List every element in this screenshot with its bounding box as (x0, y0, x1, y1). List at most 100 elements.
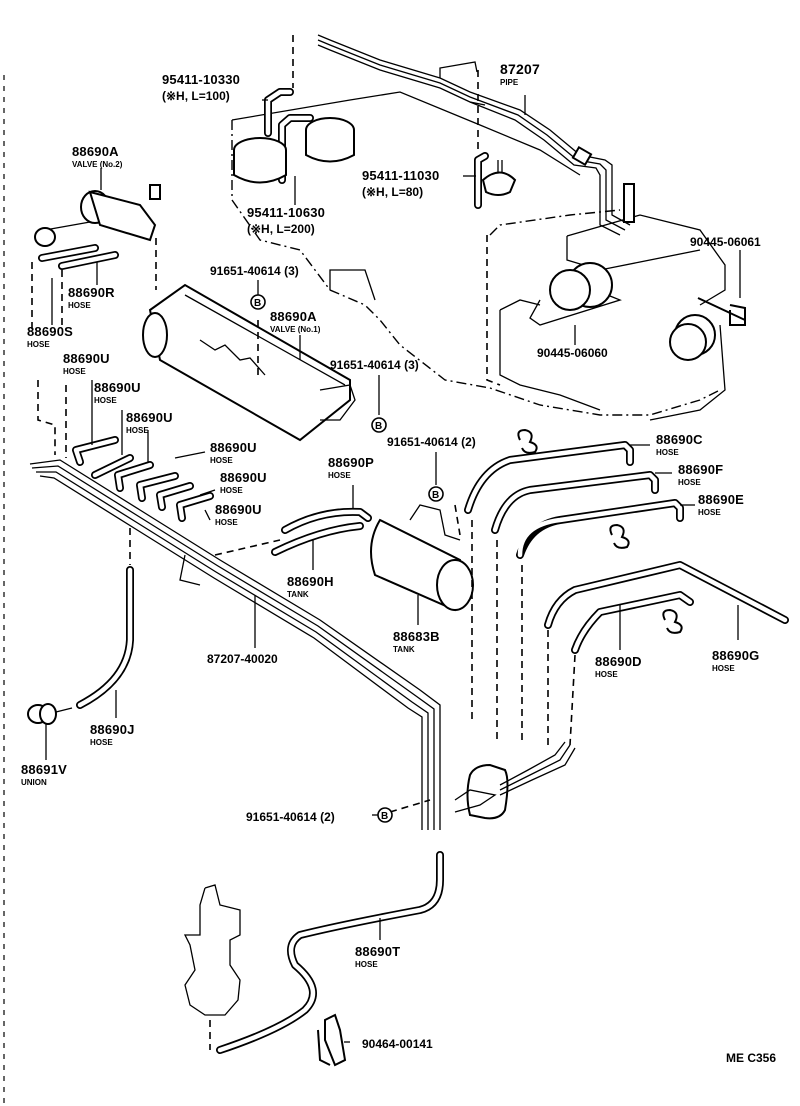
part-number: 88690U (94, 380, 141, 395)
part-label-95411-10330: 95411-10330 (※H, L=100) (162, 72, 240, 102)
part-number: 88690U (210, 440, 257, 455)
part-label-88690u-6: 88690U HOSE (215, 502, 262, 527)
part-number: 88690T (355, 944, 401, 959)
part-name: HOSE (712, 664, 735, 673)
hose-t (216, 851, 444, 1054)
part-label-88690d: 88690D HOSE (595, 654, 642, 679)
part-number: 91651-40614 (2) (246, 810, 335, 824)
part-number: 88690D (595, 654, 642, 669)
figure-code: ME C356 (726, 1050, 776, 1066)
part-name: UNION (21, 778, 47, 787)
part-name: VALVE (No.1) (270, 325, 321, 334)
pipe-junction (454, 741, 576, 820)
part-label-88690h: 88690H TANK (287, 574, 334, 599)
bolt-marker-icon: B (377, 807, 393, 823)
part-number: 88690U (126, 410, 173, 425)
part-number: 88690H (287, 574, 334, 589)
part-name: HOSE (210, 456, 233, 465)
part-name: HOSE (698, 508, 721, 517)
part-number: 88690U (220, 470, 267, 485)
part-label-88690a-no2: 88690A VALVE (No.2) (72, 144, 122, 169)
hose-clips (517, 428, 683, 634)
part-label-88690s: 88690S HOSE (27, 324, 73, 349)
part-number: 88690A (72, 144, 119, 159)
part-number: 90445-06060 (537, 346, 608, 360)
valve-no1 (142, 283, 356, 442)
part-label-91651-40614-2a: 91651-40614 (2) (387, 434, 476, 450)
tank-assembly (271, 504, 474, 612)
part-name: HOSE (27, 340, 50, 349)
part-label-90464-00141: 90464-00141 (362, 1036, 433, 1052)
part-label-88690u-1: 88690U HOSE (63, 351, 110, 376)
part-note: (※H, L=80) (362, 185, 424, 199)
valve-no2 (34, 184, 161, 290)
part-number: 88690S (27, 324, 74, 339)
part-number: 91651-40614 (3) (330, 358, 419, 372)
svg-text:B: B (375, 421, 382, 432)
part-label-88690j: 88690J HOSE (90, 722, 135, 747)
svg-text:B: B (381, 811, 388, 822)
part-number: 88690C (656, 432, 703, 447)
part-label-88690p: 88690P HOSE (328, 455, 374, 480)
part-number: 88690G (712, 648, 760, 663)
part-name: HOSE (220, 486, 243, 495)
part-number: 95411-10330 (162, 72, 241, 87)
hose-j-union (27, 566, 134, 725)
part-name: HOSE (126, 426, 149, 435)
part-label-88690r: 88690R HOSE (68, 285, 115, 310)
part-label-91651-40614-3b: 91651-40614 (3) (330, 357, 419, 373)
part-name: HOSE (328, 471, 351, 480)
part-label-87207-40020: 87207-40020 (207, 651, 278, 667)
figure-code-text: ME C356 (726, 1051, 777, 1065)
part-label-95411-10630: 95411-10630 (※H, L=200) (247, 205, 325, 235)
part-number: 88690J (90, 722, 135, 737)
part-label-88690u-2: 88690U HOSE (94, 380, 141, 405)
part-label-88690u-4: 88690U HOSE (210, 440, 257, 465)
part-label-91651-40614-3a: 91651-40614 (3) (210, 263, 299, 279)
part-name: HOSE (678, 478, 701, 487)
pipe-87207 (317, 34, 635, 236)
part-name: TANK (287, 590, 309, 599)
bolt-marker-icon: B (428, 486, 444, 502)
clamp (317, 1013, 347, 1067)
part-number: 88690E (698, 492, 745, 507)
part-number: 88690U (63, 351, 110, 366)
part-note: (※H, L=100) (162, 89, 230, 103)
part-name: HOSE (355, 960, 378, 969)
part-number: 95411-10630 (247, 205, 326, 220)
right-hoses (464, 441, 789, 750)
part-name: HOSE (68, 301, 91, 310)
hoses-r-s (31, 244, 119, 330)
part-number: 88683B (393, 629, 440, 644)
part-label-88690u-3: 88690U HOSE (126, 410, 173, 435)
part-name: HOSE (63, 367, 86, 376)
part-label-88690a-no1: 88690A VALVE (No.1) (270, 309, 320, 334)
part-label-88690g: 88690G HOSE (712, 648, 759, 673)
part-label-88690e: 88690E HOSE (698, 492, 744, 517)
part-name: VALVE (No.2) (72, 160, 123, 169)
part-number: 88690U (215, 502, 262, 517)
pipe-bundle-87207-40020 (29, 459, 441, 830)
part-name: HOSE (90, 738, 113, 747)
part-number: 91651-40614 (3) (210, 264, 299, 278)
part-name: PIPE (500, 78, 519, 87)
leader-lines (45, 95, 741, 1043)
part-note: (※H, L=200) (247, 222, 315, 236)
part-number: 88690R (68, 285, 115, 300)
part-label-91651-40614-2b: 91651-40614 (2) (246, 809, 335, 825)
part-label-88691v: 88691V UNION (21, 762, 67, 787)
part-number: 88690P (328, 455, 375, 470)
part-number: 90445-06061 (690, 235, 761, 249)
canister (183, 884, 241, 1050)
part-label-88690c: 88690C HOSE (656, 432, 703, 457)
vacuum-canisters (233, 117, 517, 196)
part-label-90445-06060: 90445-06060 (537, 345, 608, 361)
part-label-87207: 87207 PIPE (500, 62, 540, 87)
bolt-markers: B B B B (250, 294, 444, 823)
part-name: HOSE (595, 670, 618, 679)
part-number: 88691V (21, 762, 68, 777)
svg-text:B: B (254, 298, 261, 309)
part-number: 91651-40614 (2) (387, 435, 476, 449)
part-number: 90464-00141 (362, 1037, 433, 1051)
